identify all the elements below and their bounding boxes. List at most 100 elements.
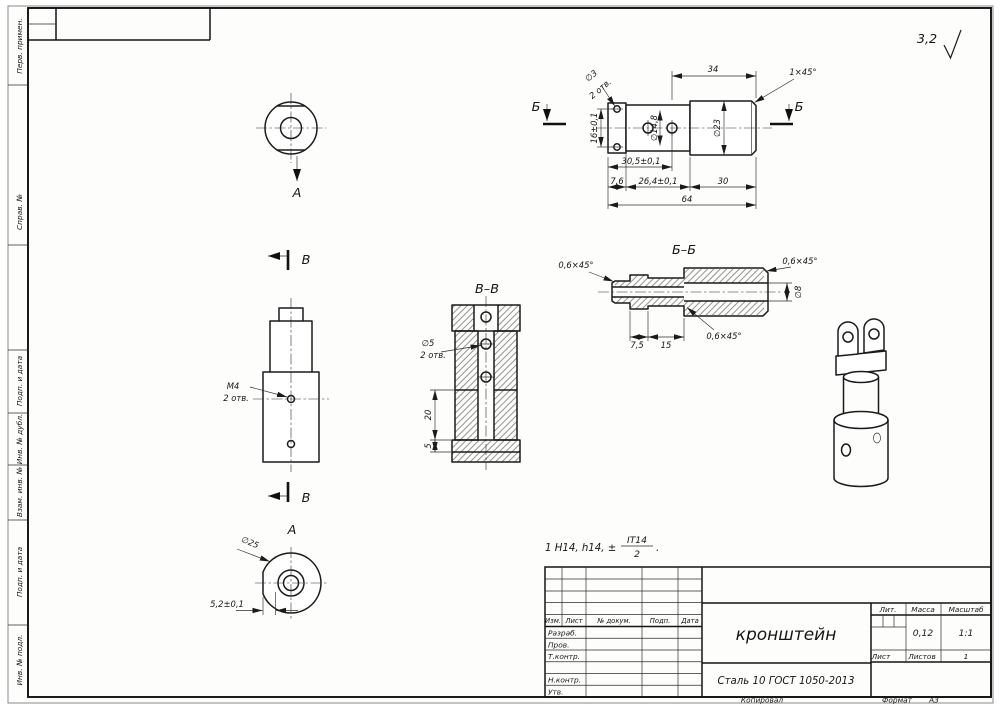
margin-label-sprav-no: Справ. № [15,194,24,230]
dim-d5-text: ∅5 [422,338,435,348]
tb-lit-label: Лит. [878,605,896,614]
dim-16: 16±0,1 [589,108,613,148]
dim-flat-text: 5,2±0,1 [210,599,244,609]
dim-h5-text: 5 [423,443,433,448]
dim-d148-text: ∅14,8 [649,115,659,141]
margin-label-podp-data-1: Подп. и дата [15,355,24,406]
dim-76-text: 7,6 [610,176,623,186]
tb-massa-value: 0,12 [913,628,934,639]
margin-label-inv-podl: Инв. № подл. [15,635,24,686]
dim-30-text: 30 [718,176,729,186]
tb-header-list: Лист [564,617,583,625]
side-view: ∅3 2 отв. 34 1×45° 16±0,1 ∅14,8 ∅23 [583,64,817,209]
dim-75-15: 7,5 15 [629,311,685,350]
dim-64: 64 [607,191,757,209]
dim-d8: ∅8 [768,282,803,302]
dim-m4-qty: 2 отв. [223,393,249,403]
section-v-marks: В В [268,250,310,506]
tb-header-podp: Подп. [650,617,671,625]
bottom-margin: Копировал Формат А3 [741,696,939,705]
dim-d23-text: ∅23 [712,119,722,137]
dim-h20-text: 20 [423,410,433,421]
note-fraction-numerator: IT14 [627,535,647,546]
section-vv-title: В–В [475,282,499,297]
tb-material: Сталь 10 ГОСТ 1050-2013 [717,676,854,687]
dim-ch06-mid: 0,6×45° [686,307,742,341]
tb-list-label: Лист [871,652,891,661]
tb-role-utv: Утв. [548,688,564,697]
margin-label-podp-data-2: Подп. и дата [15,546,24,597]
margin-label-vzam-inv: Взам. инв. № [15,467,24,517]
dim-1x45-text: 1×45° [789,67,816,77]
dim-flat: 5,2±0,1 [210,592,298,615]
margin-label-inv-dubl: Инв. № дубл. [15,414,24,465]
dim-d8-text: ∅8 [793,286,803,299]
roughness-check-icon [943,29,962,60]
footer-format-value: А3 [928,696,939,705]
tb-massa-label: Масса [911,605,935,614]
dim-15-text: 15 [661,340,672,350]
top-left-stamp [28,8,211,41]
section-b-right-label: Б [795,100,804,115]
footer-copied: Копировал [741,696,784,705]
tb-part-name: кронштейн [736,625,837,645]
tb-role-tkontr: Т.контр. [548,652,580,661]
isometric-view [833,318,889,488]
dim-20-5: 20 5 [423,389,454,453]
dim-305-text: 30,5±0,1 [622,156,661,166]
dim-chain: 7,6 26,4±0,1 30 [607,153,757,191]
tb-header-izm: Изм. [545,617,561,625]
footer-format-label: Формат [882,696,913,705]
margin-label-perv-primen: Перв. примен. [15,18,24,73]
tb-masshtab-label: Масштаб [948,605,984,614]
tb-role-nkontr: Н.контр. [548,676,581,685]
section-bb: Б–Б 0,6×45° 0,6×45° 0,6×45° ∅ [558,243,817,350]
section-vv: В–В ∅5 2 отв. 20 5 [420,282,521,470]
tolerance-note: 1 Н14, h14, ± IT14 2 . [545,535,659,560]
tb-masshtab-value: 1:1 [959,628,974,639]
top-view [256,93,326,163]
dim-64-text: 64 [682,194,693,204]
section-v-top-label: В [302,253,311,268]
view-arrow-a: А [292,156,302,201]
dim-d23: ∅23 [712,101,727,155]
arrow-a-label: А [292,186,302,201]
tb-listov-value: 1 [964,652,969,661]
section-v-bottom-label: В [302,491,311,506]
view-a: А ∅25 5,2±0,1 [210,523,327,619]
section-b-marks: Б Б [532,100,804,126]
dim-264-text: 26,4±0,1 [639,176,678,186]
dim-m4: М4 2 отв. [223,381,288,403]
section-b-left-label: Б [532,100,541,115]
roughness-value: 3,2 [917,32,937,47]
dim-m4-text: М4 [227,381,240,391]
dim-1x45: 1×45° [754,67,817,103]
left-margin-dividers [8,84,28,626]
dim-34-text: 34 [708,64,719,74]
note-prefix: 1 Н14, h14, ± [545,543,616,554]
dim-d148: ∅14,8 [649,110,663,146]
dim-34: 34 [671,64,757,100]
dim-16-text: 16±0,1 [589,113,599,144]
title-block: Изм. Лист № докум. Подп. Дата Разраб. Пр… [544,566,992,698]
left-margin-labels: Перв. примен. Справ. № Подп. и дата Инв.… [15,18,24,685]
section-bb-title: Б–Б [672,243,696,258]
dim-ch06-left: 0,6×45° [558,260,614,282]
dim-d5-qty: 2 отв. [420,350,446,360]
roughness-mark: 3,2 [917,29,962,60]
view-a-label: А [287,523,297,538]
tb-listov-label: Листов [907,652,936,661]
note-fraction-denominator: 2 [634,549,640,560]
dim-ch06l-text: 0,6×45° [558,260,593,270]
dim-ch06r-text: 0,6×45° [782,256,817,266]
dim-75-text: 7,5 [630,340,643,350]
tb-header-data: Дата [680,617,699,625]
dim-ch06-right: 0,6×45° [766,256,818,273]
front-view: М4 2 отв. [223,298,329,472]
tb-role-prov: Пров. [548,641,569,650]
dim-ch06m-text: 0,6×45° [706,331,741,341]
note-suffix: . [656,543,659,554]
tb-role-razrab: Разраб. [548,629,577,638]
